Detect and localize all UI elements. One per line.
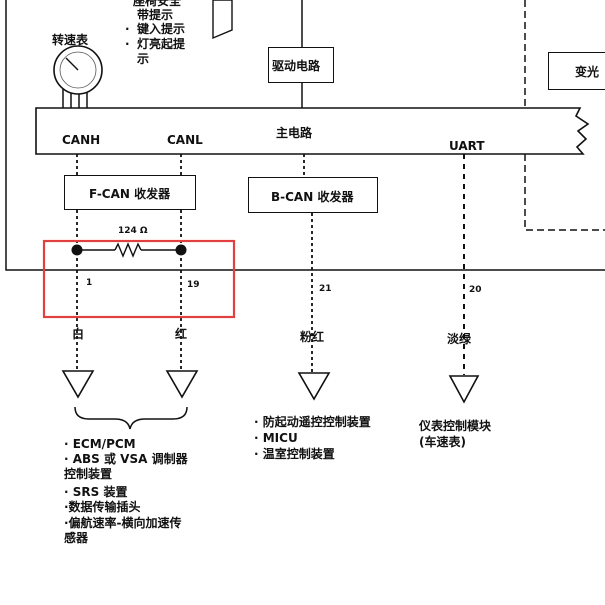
terminal-21: 21 bbox=[319, 284, 332, 294]
connector-light-green bbox=[448, 375, 480, 404]
wire-color-red: 红 bbox=[175, 327, 188, 341]
fcan-transceiver-box: F-CAN 收发器 bbox=[64, 175, 196, 210]
indicator-shape bbox=[212, 0, 233, 40]
tach-needle bbox=[65, 57, 79, 71]
note-bullet: · bbox=[125, 22, 130, 36]
seatbelt-note-line: 座椅安全 bbox=[133, 0, 182, 8]
seatbelt-note-line: 带提示 bbox=[137, 8, 174, 22]
unit-frame bbox=[5, 0, 605, 271]
shift-label: 变光 bbox=[575, 65, 600, 79]
canl-node bbox=[175, 244, 187, 256]
resistor-value: 124 Ω bbox=[118, 226, 148, 236]
fcan-module-item: 控制装置 bbox=[64, 467, 113, 481]
canh-node bbox=[71, 244, 83, 256]
fcan-module-item: · SRS 装置 bbox=[64, 485, 128, 499]
canh-pin-label: CANH bbox=[62, 133, 101, 147]
lamp-note-line: 灯亮起提 bbox=[137, 37, 186, 51]
key-note-line: 键入提示 bbox=[137, 22, 186, 36]
highlight-box bbox=[42, 239, 236, 319]
connector-red bbox=[165, 370, 199, 399]
fcan-module-item: · ECM/PCM bbox=[64, 437, 136, 451]
main-circuit-bar bbox=[35, 107, 590, 155]
fcan-transceiver-label: F-CAN 收发器 bbox=[89, 187, 171, 201]
canl-pin-label: CANL bbox=[167, 133, 203, 147]
shift-box: 变光 bbox=[548, 52, 605, 90]
wire-color-white: 白 bbox=[72, 327, 85, 341]
drive-circuit-box: 驱动电路 bbox=[268, 47, 334, 83]
bcan-module-item: · 温室控制装置 bbox=[254, 447, 335, 461]
gauge-control-module: 仪表控制模块 bbox=[419, 419, 492, 433]
bcan-module-item: · MICU bbox=[254, 431, 298, 445]
wire-color-pink: 粉红 bbox=[300, 330, 325, 344]
fcan-module-item: · ABS 或 VSA 调制器 bbox=[64, 452, 188, 466]
bcan-transceiver-label: B-CAN 收发器 bbox=[271, 190, 354, 204]
bcan-transceiver-box: B-CAN 收发器 bbox=[248, 177, 378, 213]
tachometer-label: 转速表 bbox=[52, 33, 89, 47]
gauge-control-module-note: (车速表) bbox=[419, 435, 466, 449]
note-bullet: · bbox=[125, 37, 130, 51]
terminal-1: 1 bbox=[86, 278, 93, 288]
fcan-modules-brace bbox=[74, 406, 188, 430]
terminal-19: 19 bbox=[187, 280, 200, 290]
drive-circuit-label: 驱动电路 bbox=[272, 59, 321, 73]
connector-white bbox=[61, 370, 95, 399]
fcan-module-item: ·偏航速率-横向加速传 bbox=[64, 516, 182, 530]
lamp-note-line: 示 bbox=[137, 52, 150, 66]
fcan-module-item: 感器 bbox=[64, 531, 89, 545]
wire-color-light-green: 淡绿 bbox=[447, 332, 472, 346]
terminating-resistor bbox=[114, 242, 142, 258]
main-circuit-label: 主电路 bbox=[276, 126, 313, 140]
connector-pink bbox=[297, 372, 331, 401]
bcan-module-item: · 防起动遥控控制装置 bbox=[254, 415, 371, 429]
fcan-module-item: ·数据传输插头 bbox=[64, 500, 141, 514]
terminal-20: 20 bbox=[469, 285, 482, 295]
uart-pin-label: UART bbox=[449, 139, 485, 153]
